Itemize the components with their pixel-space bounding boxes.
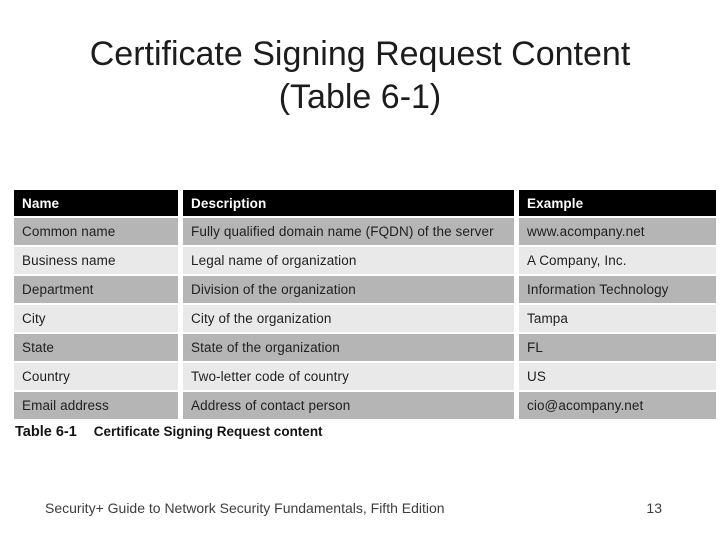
column-header-description: Description [183,190,514,216]
cell-example: cio@acompany.net [519,392,716,419]
cell-description: City of the organization [183,305,514,332]
table-row: Email address Address of contact person … [14,392,716,419]
cell-description: State of the organization [183,334,514,361]
table-header-row: Name Description Example [14,190,716,216]
cell-description: Two-letter code of country [183,363,514,390]
cell-name: Common name [14,218,178,245]
slide-footer: Security+ Guide to Network Security Fund… [0,500,720,518]
cell-name: Country [14,363,178,390]
cell-description: Address of contact person [183,392,514,419]
table-row: Department Division of the organization … [14,276,716,303]
table-row: State State of the organization FL [14,334,716,361]
title-line-1: Certificate Signing Request Content [89,35,631,73]
cell-name: Department [14,276,178,303]
column-header-name: Name [14,190,178,216]
column-header-example: Example [519,190,716,216]
cell-name: Email address [14,392,178,419]
table-caption: Table 6-1 Certificate Signing Request con… [15,424,323,440]
table-row: Common name Fully qualified domain name … [14,218,716,245]
page-number: 13 [646,500,662,516]
title-line-2: (Table 6-1) [278,78,442,116]
cell-example: Tampa [519,305,716,332]
cell-example: FL [519,334,716,361]
cell-example: US [519,363,716,390]
table-row: Business name Legal name of organization… [14,247,716,274]
footer-text: Security+ Guide to Network Security Fund… [45,500,445,516]
caption-text: Certificate Signing Request content [93,424,323,439]
cell-name: Business name [14,247,178,274]
cell-name: State [14,334,178,361]
cell-example: www.acompany.net [519,218,716,245]
cell-description: Fully qualified domain name (FQDN) of th… [183,218,514,245]
cell-example: A Company, Inc. [519,247,716,274]
table-row: Country Two-letter code of country US [14,363,716,390]
page-title: Certificate Signing Request Content (Tab… [0,33,720,119]
csr-content-table: Name Description Example Common name Ful… [14,190,716,419]
cell-description: Division of the organization [183,276,514,303]
cell-description: Legal name of organization [183,247,514,274]
table-row: City City of the organization Tampa [14,305,716,332]
caption-label: Table 6-1 [15,424,77,440]
cell-example: Information Technology [519,276,716,303]
cell-name: City [14,305,178,332]
